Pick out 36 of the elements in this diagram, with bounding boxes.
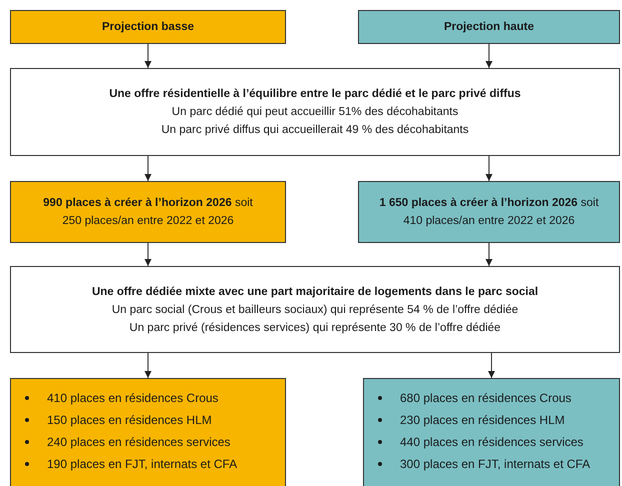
box-text: 410 places/an entre 2022 et 2026: [403, 215, 575, 227]
box-text: 1 650 places à créer à l’horizon 2026 soit: [379, 197, 599, 209]
box-text: Une offre dédiée mixte avec une part majoritaire de logements dans le parc social: [92, 286, 538, 298]
arrow: [488, 352, 495, 378]
arrow: [486, 44, 492, 68]
scenario-header: [358, 10, 620, 44]
list-item: 440 places en résidences services: [400, 435, 584, 449]
arrow: [144, 242, 152, 266]
arrow: [486, 242, 492, 266]
list-item: 150 places en résidences HLM: [47, 413, 212, 427]
list-item: 410 places en résidences Crous: [47, 391, 218, 405]
target-box: [358, 181, 620, 243]
list-item: 680 places en résidences Crous: [400, 391, 572, 405]
box-text: Un parc dédié qui peut accueillir 51% des décohabitants: [172, 106, 458, 118]
arrow: [144, 156, 152, 182]
target-box: [10, 181, 286, 243]
box-text: Une offre résidentielle à l’équilibre entre le parc dédié et le parc privé diffus: [109, 88, 521, 100]
list-item: 230 places en résidences HLM: [400, 413, 565, 427]
box-text: Un parc privé diffus qui accueillerait 49 % des décohabitants: [161, 124, 469, 136]
box-text: Projection basse: [102, 21, 194, 33]
box-text: 250 places/an entre 2022 et 2026: [62, 215, 234, 227]
breakdown-box: [10, 378, 286, 486]
arrow: [144, 352, 152, 378]
list-item: 240 places en résidences services: [47, 435, 230, 449]
scenario-header: [10, 10, 286, 44]
list-item: 300 places en FJT, internats et CFA: [400, 457, 590, 471]
breakdown-box: [363, 378, 620, 486]
arrow: [486, 156, 492, 182]
arrow: [144, 44, 152, 68]
box-text: Un parc privé (résidences services) qui représente 30 % de l’offre dédiée: [129, 322, 501, 334]
box-text: Un parc social (Crous et bailleurs sociaux) qui représente 54 % de l’offre dédiée: [112, 304, 518, 316]
summary-box: [10, 68, 620, 156]
box-text: 990 places à créer à l’horizon 2026 soit: [43, 197, 253, 209]
summary-box: [10, 266, 620, 353]
list-item: 190 places en FJT, internats et CFA: [47, 457, 238, 471]
box-text: Projection haute: [444, 21, 534, 33]
